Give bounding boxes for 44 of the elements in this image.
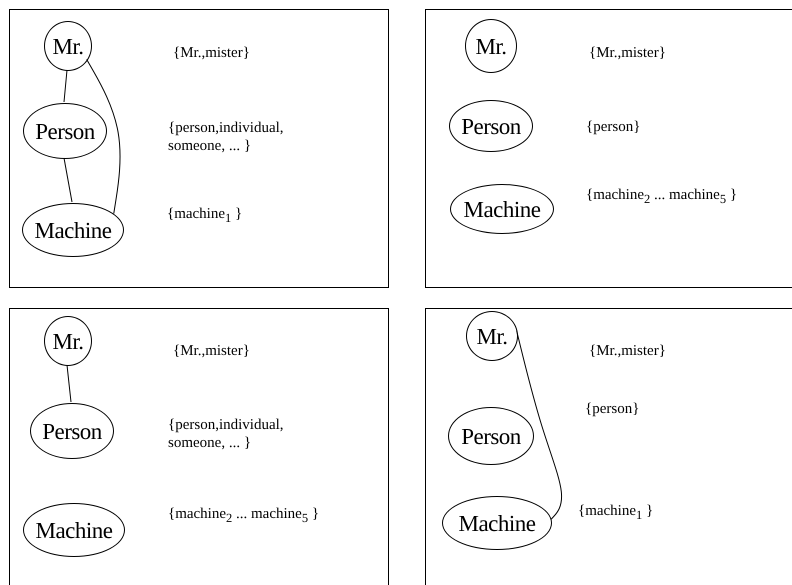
concept-ellipse [449,100,533,152]
concept-ellipse [44,21,92,71]
concept-ellipse [22,203,124,257]
concept-ellipse [23,503,125,557]
concept-ellipse [450,184,554,234]
synonym-set-label: {Mr.,mister} [589,342,666,360]
concept-label: Mr. [475,34,507,58]
connector-line [64,158,72,202]
synonym-set-label: {person,individual, someone, ... } [168,119,285,155]
panel-frame [9,308,389,585]
concept-ellipse [465,19,517,73]
panel-frame [425,308,792,585]
concept-ellipse [466,311,518,361]
synonym-set-label: {person} [585,400,640,418]
concept-label: Mr. [476,324,508,348]
concept-label: Person [35,120,95,142]
concept-ellipse [448,407,534,465]
concept-label: Machine [34,218,112,242]
concept-label: Machine [36,518,112,542]
synonym-set-label: {person,individual, someone, ... } [168,416,285,452]
panel-frame [9,9,389,288]
connector-line [66,364,72,402]
synonym-set-label: {Mr.,mister} [173,342,250,360]
synonym-set-label: {machine$_{2}$ ... machine$_{5}$ } [168,505,320,527]
connector-line [64,70,68,102]
panel-frame [425,9,792,288]
concept-label: Person [461,114,521,138]
concept-ellipse [442,496,552,550]
synonym-set-label: {machine$_{2}$ ... machine$_{5}$ } [586,186,738,208]
connector-line [86,58,121,214]
concept-label: Mr. [52,330,84,352]
concept-label: Machine [464,198,540,220]
concept-label: Person [461,424,521,448]
concept-ellipse [30,403,114,459]
concept-label: Mr. [52,34,84,58]
concept-label: Machine [458,512,536,534]
concept-ellipse [23,103,107,159]
synonym-set-label: {person} [586,118,640,136]
synonym-set-label: {Mr.,mister} [173,44,250,62]
concept-label: Person [42,420,102,442]
synonym-set-label: {Mr.,mister} [589,44,666,62]
synonym-set-label: {machine$_{1}$ } [167,205,242,227]
concept-ellipse [44,316,92,366]
synonym-set-label: {machine$_{1}$ } [578,502,654,524]
